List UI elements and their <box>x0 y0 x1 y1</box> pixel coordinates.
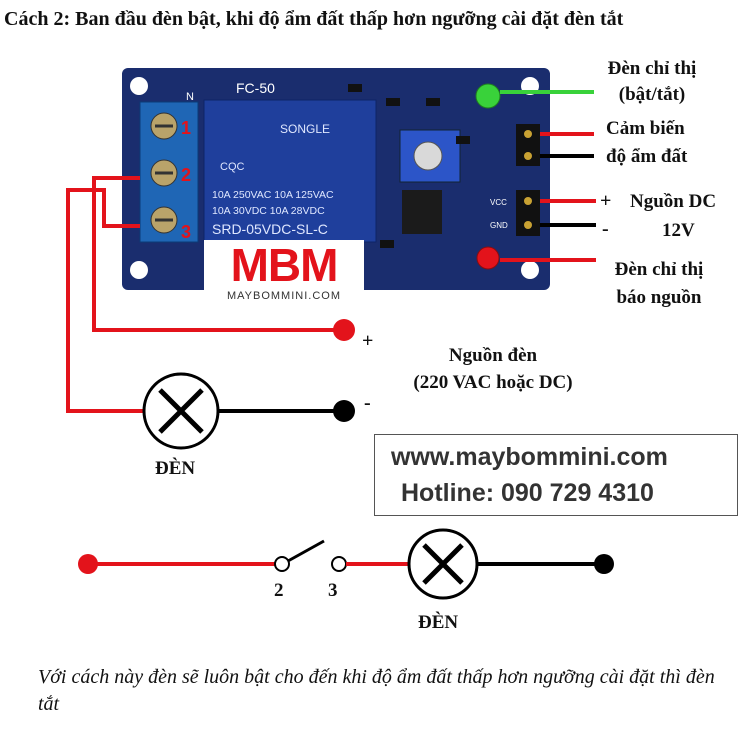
relay-body <box>203 99 377 243</box>
page-title: Cách 2: Ban đầu đèn bật, khi độ ẩm đất t… <box>4 8 624 30</box>
smd-part <box>348 84 362 92</box>
label-power-led-2: báo nguồn <box>616 287 702 308</box>
label-contact-2: 2 <box>274 580 284 601</box>
mbm-logo-sub: MAYBOMMINI.COM <box>226 290 341 302</box>
sensor-header-pins <box>516 124 540 166</box>
label-sensor-2: độ ẩm đất <box>606 146 688 167</box>
power-led-red-icon <box>476 246 500 270</box>
label-dc-voltage: 12V <box>662 220 695 241</box>
power-header-pins <box>516 190 540 236</box>
switch-lever <box>287 539 325 563</box>
relay-brand: SONGLE <box>280 122 330 136</box>
terminal-screw-icon <box>150 159 178 187</box>
terminal-screw-icon <box>150 112 178 140</box>
comparator-chip <box>402 190 442 234</box>
relay-module: FC-50 N 1 2 3 SONGLE CQC 10A 250VAC 10A … <box>122 68 550 290</box>
potentiometer-knob-icon <box>413 141 443 171</box>
contact-3-icon <box>331 556 347 572</box>
terminal-screw-icon <box>150 206 178 234</box>
lamp-icon <box>142 372 220 450</box>
mount-hole-icon <box>521 261 539 279</box>
label-lamp-minus: - <box>364 392 371 414</box>
status-led-green-icon <box>475 83 501 109</box>
pin-label-vcc: VCC <box>490 198 507 207</box>
label-dc-minus: - <box>602 218 609 240</box>
lamp-plus-terminal-icon <box>333 319 355 341</box>
relay-rating-1: 10A 250VAC 10A 125VAC <box>212 189 334 201</box>
label-lamp-1: ĐÈN <box>155 458 196 479</box>
terminal-number-3: 3 <box>181 222 191 242</box>
terminal-number-2: 2 <box>181 165 191 185</box>
pin-label-gnd: GND <box>490 221 508 230</box>
switch-return-terminal-icon <box>594 554 614 574</box>
pin-n-label: N <box>186 91 194 103</box>
lamp-wire-red <box>92 176 344 332</box>
label-power-dc: Nguồn DC <box>630 191 717 212</box>
relay-rating-2: 10A 30VDC 10A 28VDC <box>212 205 325 217</box>
label-lamp-2: ĐÈN <box>418 612 459 633</box>
mount-hole-icon <box>130 261 148 279</box>
mount-hole-icon <box>130 77 148 95</box>
contact-box: www.maybommini.com Hotline: 090 729 4310 <box>374 434 738 516</box>
mbm-watermark: MBM MAYBOMMINI.COM <box>204 240 364 306</box>
label-lamp-plus: + <box>362 330 374 352</box>
lamp-wire-red-2 <box>66 188 144 413</box>
smd-part <box>456 136 470 144</box>
lamp-icon <box>407 528 479 600</box>
label-contact-3: 3 <box>328 580 338 601</box>
lamp-minus-terminal-icon <box>333 400 355 422</box>
mbm-logo: MBM <box>230 239 339 291</box>
label-lamp-power-1: Nguồn đèn <box>448 345 538 366</box>
site-hotline: Hotline: 090 729 4310 <box>401 479 654 507</box>
smd-part <box>426 98 440 106</box>
board-label: FC-50 <box>236 80 275 96</box>
terminal-number-1: 1 <box>181 118 191 138</box>
caption: Với cách này đèn sẽ luôn bật cho đến khi… <box>38 666 715 715</box>
label-power-led-1: Đèn chỉ thị <box>614 259 704 280</box>
relay-cert: CQC <box>220 161 245 173</box>
label-indicator-led: Đèn chỉ thị <box>607 58 697 79</box>
label-indicator-led-state: (bật/tắt) <box>618 84 686 105</box>
relay-model: SRD-05VDC-SL-C <box>212 221 328 237</box>
contact-2-icon <box>274 556 290 572</box>
smd-part <box>386 98 400 106</box>
label-dc-plus: + <box>600 190 612 212</box>
label-sensor-1: Cảm biến <box>606 118 685 139</box>
label-lamp-power-2: (220 VAC hoặc DC) <box>413 372 573 393</box>
smd-part <box>380 240 394 248</box>
site-url: www.maybommini.com <box>391 443 668 471</box>
